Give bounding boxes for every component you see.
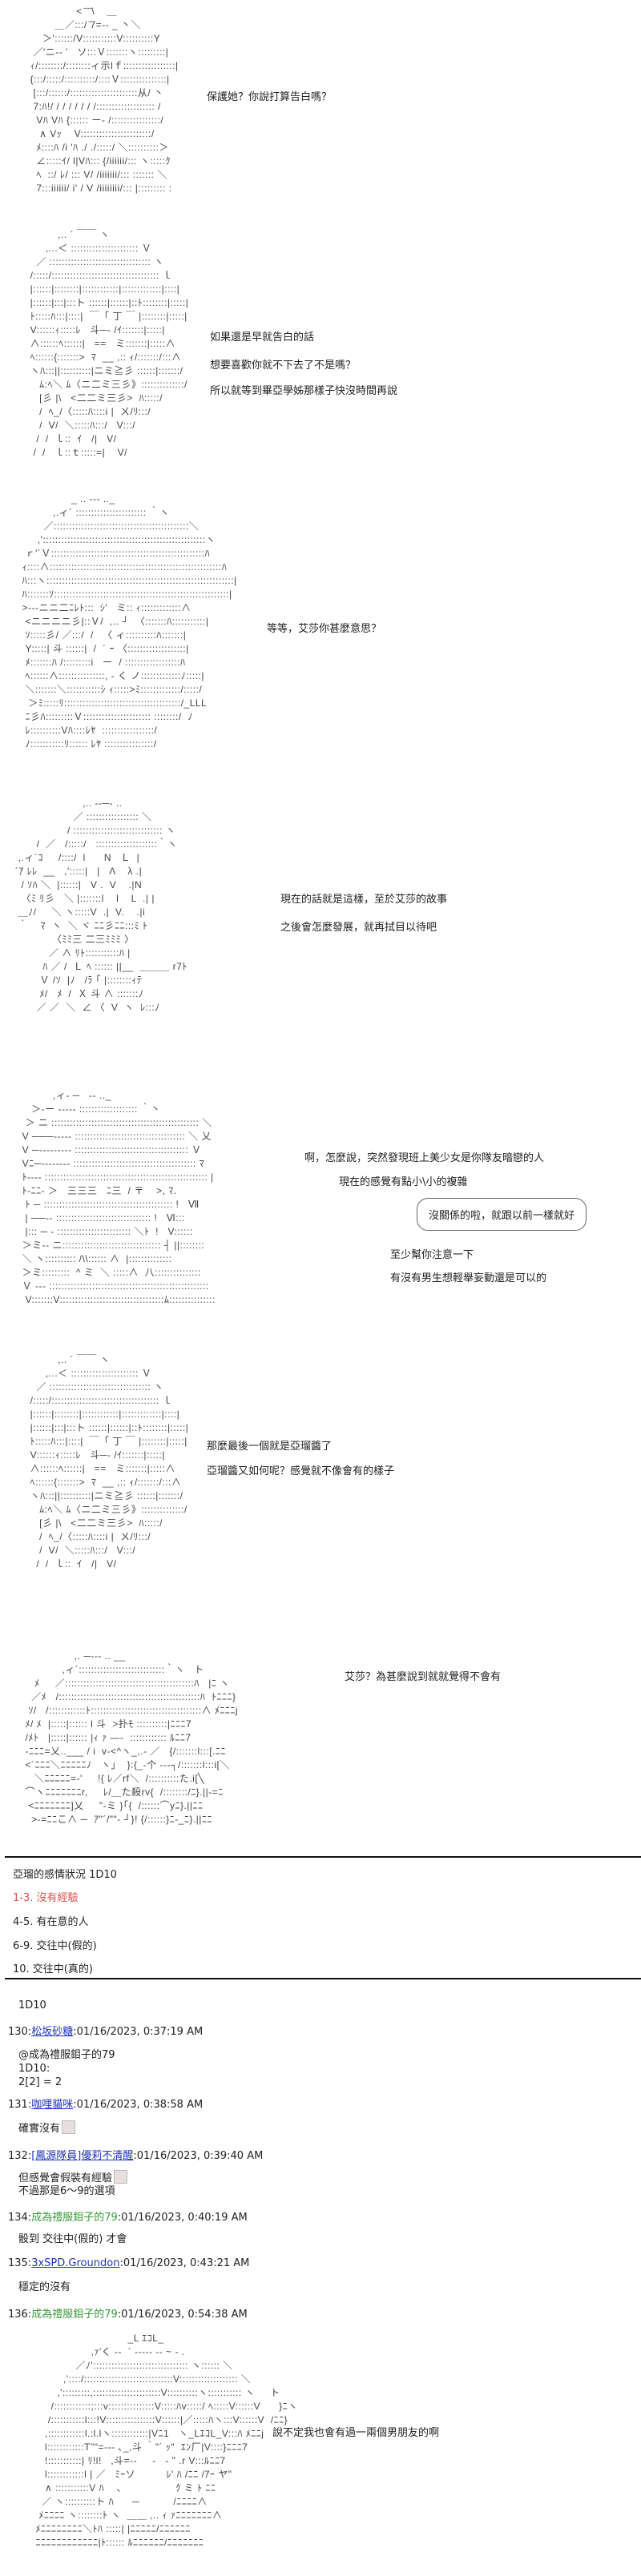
- dialogue-line: 現在的感覺有點小\小的複雜: [339, 1176, 468, 1188]
- poll-title: 亞瑠的感情狀況 1D10: [13, 1869, 117, 1881]
- emoji-sticker-icon: [114, 2170, 128, 2184]
- poll-option: 6-9. 交往中(假的): [13, 1940, 97, 1952]
- comment-body: 不過那是6～9的選項: [18, 2185, 115, 2197]
- divider: [5, 1978, 641, 1979]
- dialogue-line: 保護她？你說打算告白嗎？: [207, 91, 333, 103]
- dialogue-line: 艾莎？為甚麼說到就就覺得不會有: [345, 1671, 502, 1683]
- comment-body: 骰到 交往中(假的) 才會: [18, 2233, 127, 2245]
- dialogue-line: 所以就等到畢亞學姊那樣子快沒時間再說: [210, 385, 398, 397]
- comment-body: 穩定的沒有: [18, 2281, 71, 2293]
- emoji-sticker-icon: [62, 2120, 76, 2134]
- speech-bubble: 沒關係的啦，就跟以前一樣就好: [417, 1198, 587, 1231]
- comment-body: @成為禮服鉬子的79 1D10: 2[2] = 2: [18, 2049, 115, 2088]
- comment-header: 130:松坂砂糖:01/16/2023, 0:37:19 AM: [8, 2026, 204, 2038]
- poll-option-highlighted: 1-3. 沒有經驗: [13, 1892, 79, 1904]
- dialogue-line: 至少幫你注意一下: [390, 1249, 474, 1261]
- poll-option: 10. 交往中(真的): [13, 1963, 93, 1975]
- ascii-art-panel-7: ,. ─‐‐‐ .. __ ,ィ´:::::::::::::::::::::::…: [25, 1650, 239, 1825]
- user-name: 成為禮服鉬子的79: [31, 2309, 118, 2321]
- dialogue-line: 等等，艾莎你甚麼意思？: [267, 623, 382, 635]
- roll-text: 1D10: [18, 1999, 46, 2011]
- dialogue-line: 想要喜歡你就不下去了不是嗎？: [210, 360, 357, 372]
- ascii-art-panel-5: ,ィ‐ ─ ‐‐ .._ ＞‐ー ‐‐‐‐‐ :::::::::::::::::…: [22, 1090, 216, 1305]
- comment-body: 但感覺會假裝有經驗: [18, 2170, 128, 2185]
- comment-body: 確實沒有: [18, 2120, 76, 2136]
- dialogue-line: 亞瑠醬又如何呢？感覺就不像會有的樣子: [207, 1465, 395, 1477]
- ascii-art-final-panel: _L ｴｺL_ ,ｧ'く ‐‐ ` ‐‐‐‐‐ ‐‐ ~ ‐ . ／ﾉ'::::…: [35, 2333, 298, 2548]
- ascii-art-panel-4: ,.. -‐─‐ .. ／ ::::::::::::::::: ＼ / ::::…: [14, 798, 187, 1013]
- dialogue-line: 現在的話就是這樣，至於艾莎的故事: [280, 894, 448, 906]
- dialogue-line: 有沒有男生想輕舉妄動還是可以的: [390, 1272, 547, 1284]
- comment-header: 134:成為禮服鉬子的79:01/16/2023, 0:40:19 AM: [8, 2212, 248, 2224]
- dialogue-line: 說不定我也會有過一兩個男朋友的啊: [272, 2427, 440, 2439]
- ascii-art-panel-3: _ .. ‐‐‐ .._ ,.ィ´ ::::::::::::::::::::::…: [22, 493, 237, 749]
- user-link[interactable]: 咖哩貓咪: [31, 2099, 74, 2111]
- comment-header: 132:[鳳源隊員]優莉不清醒:01/16/2023, 0:39:40 AM: [8, 2150, 264, 2162]
- user-link[interactable]: 松坂砂糖: [31, 2026, 74, 2038]
- user-name: 成為禮服鉬子的79: [31, 2212, 118, 2224]
- dialogue-line: 那麼最後一個就是亞瑠醬了: [207, 1441, 333, 1453]
- ascii-art-panel-2: ,.. ´ ￣￣ ヽ ,...＜ :::::::::::::::::::::: …: [30, 229, 189, 458]
- ascii-art-panel-6: ,.. ´ ￣￣ ヽ ,...＜ :::::::::::::::::::::: …: [30, 1354, 189, 1569]
- dialogue-line: 之後會怎麼發展，就再拭目以待吧: [280, 922, 437, 934]
- comment-header: 136:成為禮服鉬子的79:01/16/2023, 0:54:38 AM: [8, 2309, 248, 2321]
- dialogue-line: 啊，怎麼說，突然發現班上美少女是你隊友暗戀的人: [304, 1152, 545, 1164]
- ascii-art-panel-1: < ̄ ̄ ̄\ ＿ ＿／:::/ ̄7=‐- _ 丶＼ ＞'::::::/V:…: [30, 6, 179, 194]
- user-link[interactable]: [鳳源隊員]優莉不清醒: [31, 2150, 134, 2162]
- divider: [5, 1856, 641, 1858]
- user-link[interactable]: 3xSPD.Groundon: [31, 2257, 120, 2269]
- dialogue-line: 如果還是早就告白的話: [210, 332, 315, 344]
- comment-header: 131:咖哩貓咪:01/16/2023, 0:38:58 AM: [8, 2099, 204, 2111]
- comment-header: 135:3xSPD.Groundon:01/16/2023, 0:43:21 A…: [8, 2257, 250, 2269]
- poll-option: 4-5. 有在意的人: [13, 1916, 89, 1928]
